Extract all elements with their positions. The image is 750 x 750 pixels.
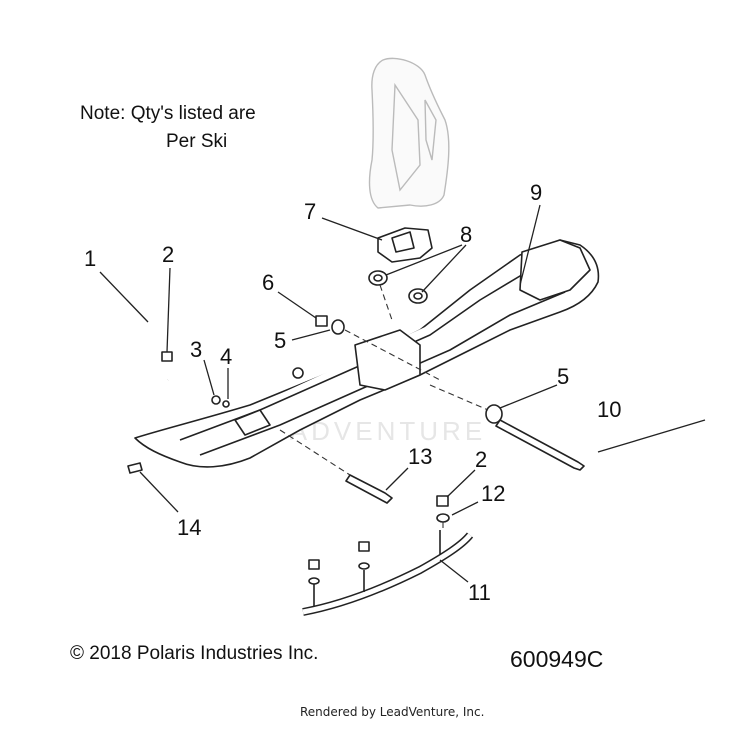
qty-note-line1: Note: Qty's listed are <box>80 103 256 124</box>
washer-5b <box>485 404 503 424</box>
callout-1: 1 <box>84 246 96 271</box>
nut-3 <box>211 395 221 405</box>
nut-2a <box>161 351 173 362</box>
spindle-ghost <box>368 57 450 209</box>
bolt-10 <box>495 419 585 471</box>
ski-body <box>134 239 600 468</box>
callout-2-bottom: 2 <box>475 447 487 472</box>
nut-6 <box>315 315 328 327</box>
fastener-parts <box>127 315 585 523</box>
callout-13: 13 <box>408 444 432 469</box>
callout-labels: 1 2 3 4 5 6 7 8 9 5 10 11 12 13 2 14 <box>84 180 621 605</box>
callout-4: 4 <box>220 344 232 369</box>
shock-pad-part <box>377 227 433 263</box>
callout-12: 12 <box>481 481 505 506</box>
assembly-lines <box>279 284 489 532</box>
callout-11: 11 <box>468 580 491 605</box>
bolt-13 <box>345 474 393 504</box>
ski-loop-part <box>132 293 304 384</box>
nut-2b <box>436 495 449 507</box>
washer-12 <box>436 513 450 523</box>
callout-2-top: 2 <box>162 242 174 267</box>
callout-9: 9 <box>530 180 542 205</box>
washer-4 <box>222 400 230 408</box>
drawing-number: 600949C <box>510 646 604 672</box>
callout-3: 3 <box>190 337 202 362</box>
callout-5-right: 5 <box>557 364 569 389</box>
rivet-14 <box>127 462 143 474</box>
washer-5a <box>331 319 345 335</box>
copyright-text: © 2018 Polaris Industries Inc. <box>70 643 319 664</box>
callout-6: 6 <box>262 270 274 295</box>
callout-5-left: 5 <box>274 328 286 353</box>
bushing-part <box>368 270 428 304</box>
leader-lines <box>99 204 706 583</box>
callout-10: 10 <box>597 397 621 422</box>
rendered-by-credit: Rendered by LeadVenture, Inc. <box>300 705 485 719</box>
qty-note-line2: Per Ski <box>166 131 228 152</box>
callout-7: 7 <box>304 199 316 224</box>
callout-8: 8 <box>460 222 472 247</box>
carbide-runner-part <box>302 530 474 616</box>
callout-14: 14 <box>177 515 201 540</box>
